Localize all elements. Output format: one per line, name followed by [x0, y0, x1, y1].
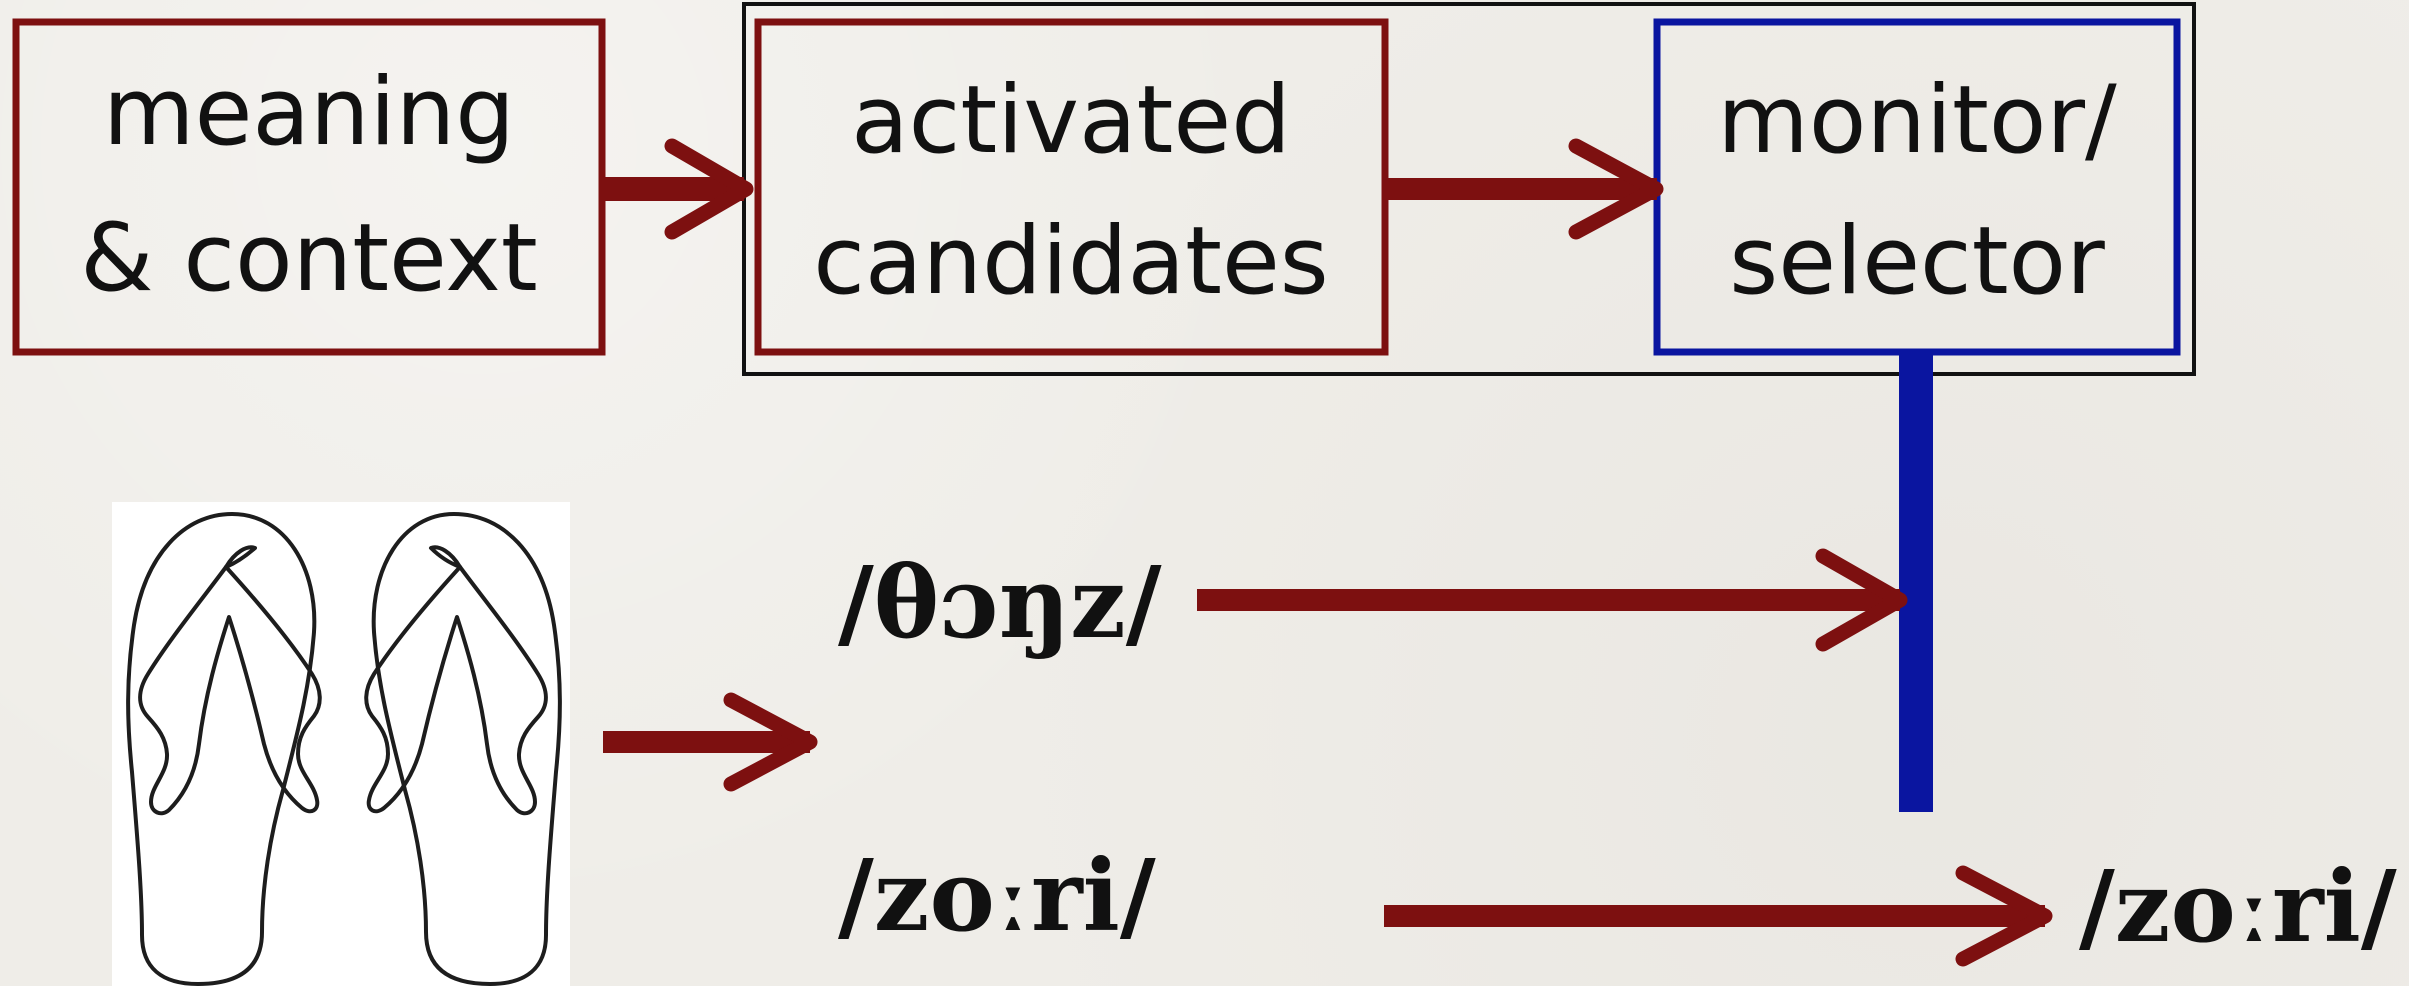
candidates-to-monitor-arrow [1385, 138, 1664, 240]
second-candidate-to-output-arrow [1384, 865, 2053, 967]
sandals-image [112, 502, 570, 986]
image-to-candidates-arrow [603, 692, 818, 792]
first-candidate-to-monitor-arrow [1197, 548, 1908, 652]
left-sandal-sole [126, 512, 317, 986]
activated-candidates-line-1: activated [851, 66, 1291, 175]
right-sandal-sole [371, 512, 562, 986]
selected-output-zori: /zoːri/ [2079, 850, 2397, 965]
meaning-to-candidates-arrow [602, 138, 754, 240]
monitor-selector-line-2: selector [1729, 207, 2105, 316]
activated-candidates-line-2: candidates [813, 207, 1329, 316]
candidate-zori: /zoːri/ [838, 839, 1156, 954]
meaning-context-line-1: meaning [103, 58, 515, 167]
meaning-context-line-2: & context [80, 204, 537, 313]
monitor-selector-line-1: monitor/ [1717, 66, 2117, 175]
candidate-thongs: /θɔŋz/ [838, 546, 1162, 661]
left-sandal-strap [138, 565, 322, 816]
right-sandal-strap [364, 565, 548, 816]
